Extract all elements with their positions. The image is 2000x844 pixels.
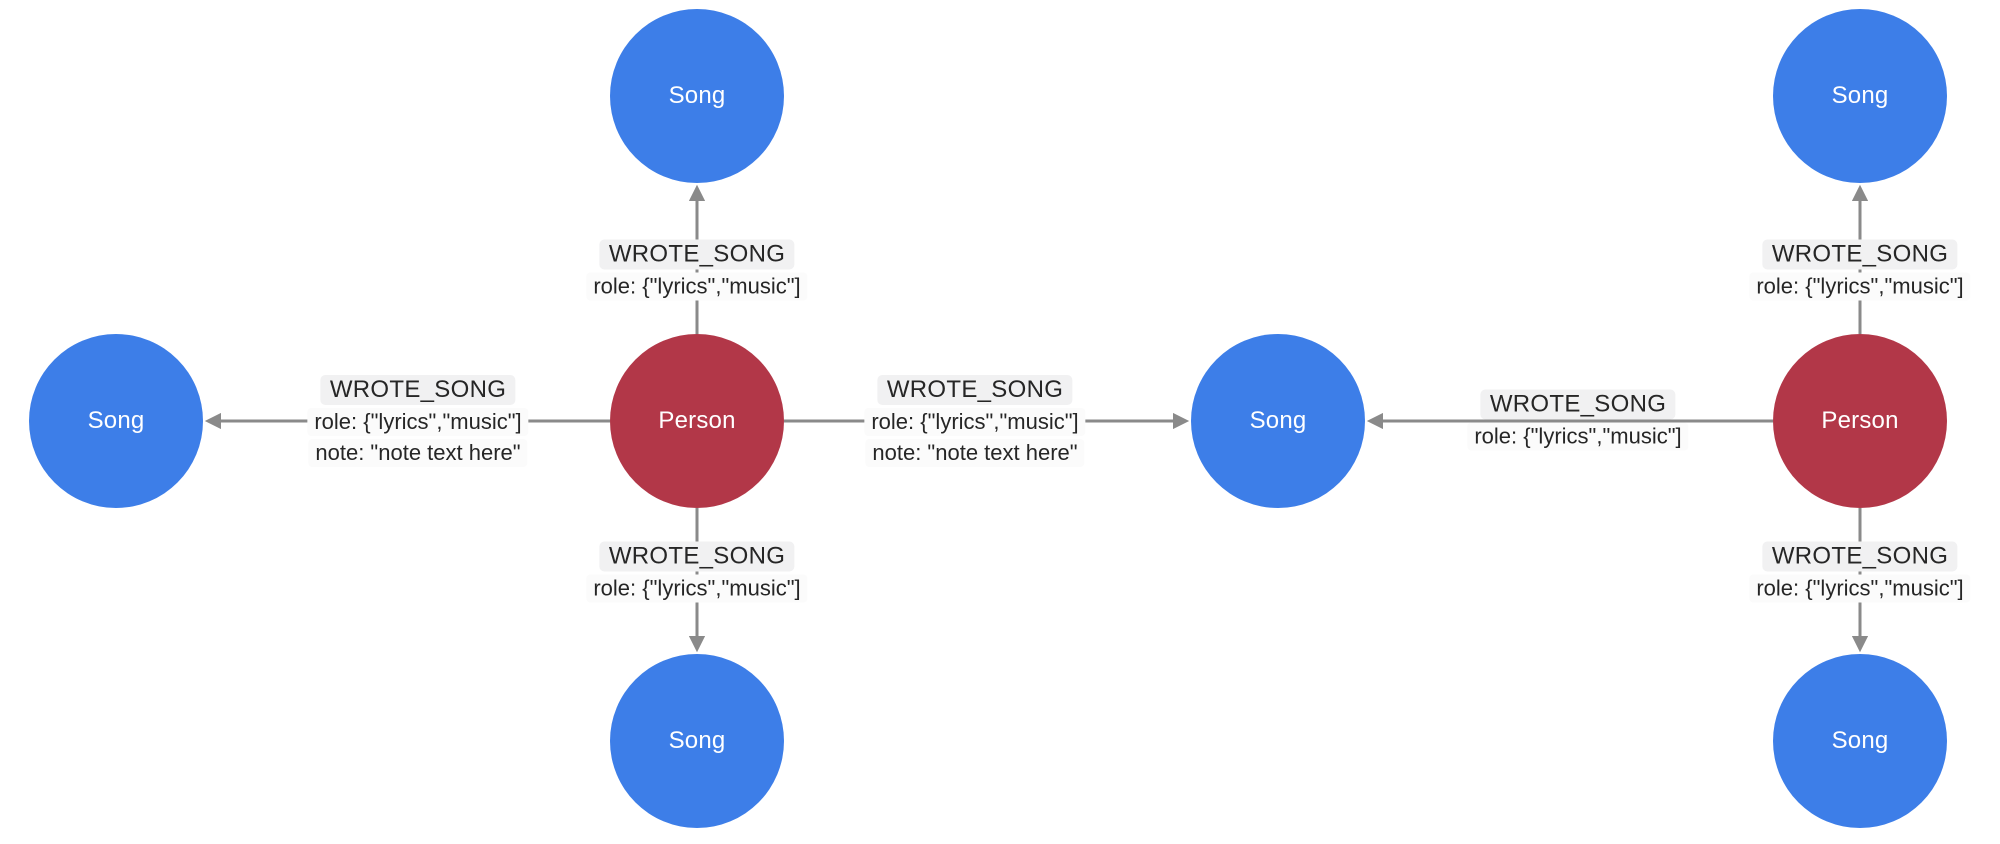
relationship-property: role: {"lyrics","music"] <box>864 408 1086 436</box>
node-song-bottom-right[interactable]: Song <box>1773 654 1947 828</box>
relationship-property: role: {"lyrics","music"] <box>1749 272 1971 301</box>
relationship-property: role: {"lyrics","music"] <box>586 272 808 301</box>
node-song-top-right[interactable]: Song <box>1773 9 1947 183</box>
node-song-left[interactable]: Song <box>29 334 203 508</box>
node-song-top-center[interactable]: Song <box>610 9 784 183</box>
node-person-right[interactable]: Person <box>1773 334 1947 508</box>
node-person-center[interactable]: Person <box>610 334 784 508</box>
relationship-type: WROTE_SONG <box>1480 389 1676 420</box>
node-label: Person <box>658 407 736 434</box>
node-label: Person <box>1821 407 1899 434</box>
node-label: Song <box>1831 727 1889 754</box>
relationship-property: role: {"lyrics","music"] <box>1749 574 1971 603</box>
relationship-type: WROTE_SONG <box>599 541 795 572</box>
relationship-type: WROTE_SONG <box>599 239 795 270</box>
edge-label-person-center-to-song-left[interactable]: WROTE_SONG role: {"lyrics","music"] note: … <box>307 375 529 467</box>
relationship-type: WROTE_SONG <box>1762 239 1958 270</box>
edge-label-person-center-to-song-middle[interactable]: WROTE_SONG role: {"lyrics","music"] note: … <box>864 375 1086 467</box>
node-label: Song <box>87 407 145 434</box>
node-label: Song <box>668 82 726 109</box>
relationship-property: role: {"lyrics","music"] <box>586 574 808 603</box>
node-label: Song <box>1249 407 1307 434</box>
relationship-type: WROTE_SONG <box>320 375 516 405</box>
node-label: Song <box>668 727 726 754</box>
node-label: Song <box>1831 82 1889 109</box>
relationship-property: role: {"lyrics","music"] <box>1467 422 1689 451</box>
relationship-property: note: "note text here" <box>308 439 528 467</box>
relationship-type: WROTE_SONG <box>1762 541 1958 572</box>
relationship-type: WROTE_SONG <box>877 375 1073 405</box>
relationship-property: role: {"lyrics","music"] <box>307 408 529 436</box>
node-song-bottom-center[interactable]: Song <box>610 654 784 828</box>
relationship-property: note: "note text here" <box>865 439 1085 467</box>
node-song-middle[interactable]: Song <box>1191 334 1365 508</box>
